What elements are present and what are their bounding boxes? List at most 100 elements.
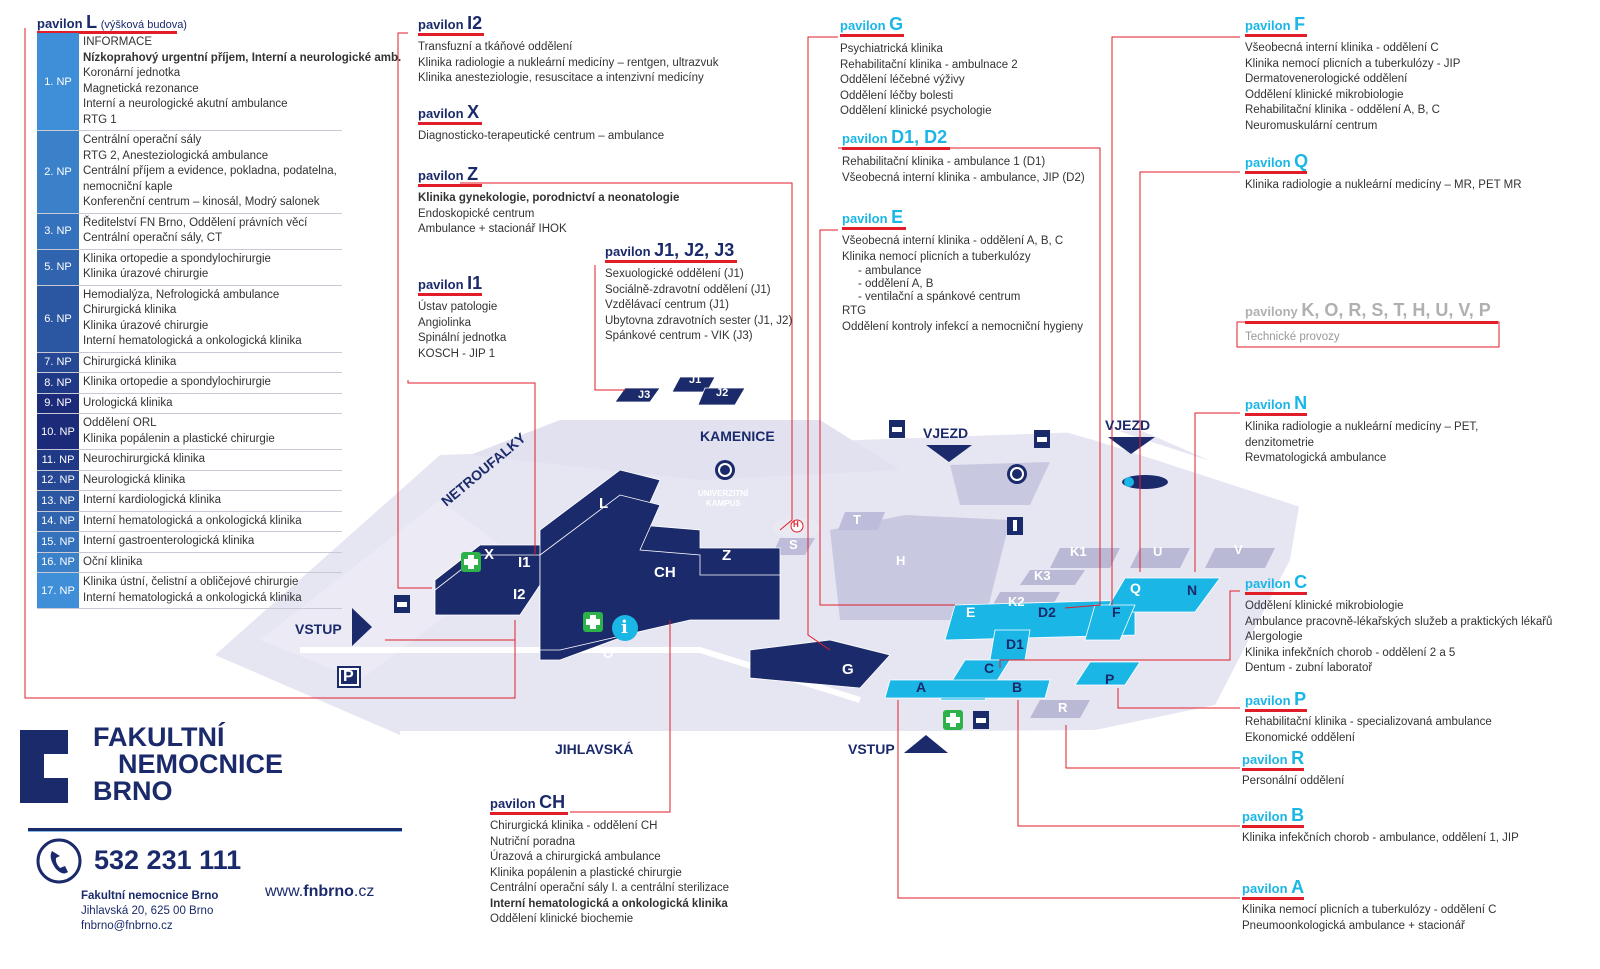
- list-item: Interní hematologická a onkologická klin…: [490, 897, 728, 910]
- list-item: Oddělení léčby bolesti: [840, 89, 954, 102]
- building-N: N: [1187, 582, 1198, 598]
- building-D1: D1: [1006, 636, 1024, 652]
- list-item: Centrální operační sály I. a centrální s…: [490, 882, 730, 894]
- list-item: Klinika nemocí plicních a tuberkulózy: [842, 250, 1031, 263]
- list-item: Rehabilitační klinika - oddělení A, B, C: [1245, 104, 1440, 116]
- list-item: Všeobecná interní klinika - ambulance, J…: [842, 171, 1085, 184]
- floor-number: 2. NP: [37, 131, 79, 213]
- building-Z: Z: [722, 547, 732, 564]
- pavilion-I1-underline: [418, 293, 482, 296]
- floor-number: 7. NP: [37, 352, 79, 372]
- building-R: R: [1058, 700, 1068, 715]
- pavilion-R-underline: [1242, 768, 1304, 771]
- pavilion-N-list: Klinika radiologie a nukleární medicíny …: [1245, 420, 1478, 467]
- pavilion-Q-header: pavilon Q: [1245, 151, 1309, 171]
- list-item: Spánkové centrum - VIK (J3): [605, 330, 753, 342]
- list-item: Klinika úrazové chirurgie: [83, 268, 209, 280]
- list-item: Centrální operační sály: [83, 134, 202, 146]
- pavilion-E-underline: [842, 227, 906, 230]
- list-item: Angiolinka: [418, 316, 472, 329]
- pavilion-G-header: pavilon G: [840, 14, 904, 34]
- contact-info: Fakultní nemocnice Brno Jihlavská 20, 62…: [81, 890, 219, 932]
- brand-logo-text: FAKULTNÍ NEMOCNICE BRNO: [93, 722, 284, 806]
- list-item: Klinika ortopedie a spondylochirurgie: [83, 252, 271, 265]
- building-K3: K3: [1034, 568, 1051, 583]
- list-item: Urologická klinika: [83, 396, 173, 409]
- list-item: KOSCH - JIP 1: [418, 347, 496, 360]
- list-item: Dermatovenerologické oddělení: [1245, 73, 1408, 85]
- list-item: Technické provozy: [1245, 331, 1340, 343]
- building-I2: I2: [513, 586, 526, 603]
- list-item: - oddělení A, B: [858, 278, 934, 290]
- pavilion-I1-header: pavilon I1: [418, 273, 483, 293]
- list-item: Interní hematologická a onkologická klin…: [83, 591, 302, 604]
- pavilion-E-list: Všeobecná interní klinika - oddělení A, …: [842, 234, 1083, 335]
- list-item: Klinika ortopedie a spondylochirurgie: [83, 376, 271, 388]
- pavilion-F-header: pavilon F: [1245, 14, 1306, 34]
- list-item: Vzdělávací centrum (J1): [605, 299, 729, 311]
- list-item: Psychiatrická klinika: [840, 43, 943, 55]
- gate-vjezd-2: VJEZD: [1105, 417, 1151, 433]
- list-item: denzitometrie: [1245, 436, 1315, 449]
- floor-items: Klinika ortopedie a spondylochirurgie: [79, 373, 271, 393]
- list-item: Diagnosticko-terapeutické centrum – ambu…: [418, 130, 665, 142]
- floor-items: Neurochirurgická klinika: [79, 450, 205, 470]
- street-kamenice: KAMENICE: [700, 428, 775, 444]
- street-jihlavska: JIHLAVSKÁ: [555, 741, 634, 757]
- list-item: Oddělení klinické mikrobiologie: [1245, 600, 1404, 612]
- list-item: Oční klinika: [83, 555, 143, 568]
- list-item: Koronární jednotka: [83, 67, 181, 79]
- pavilion-C-underline: [1245, 592, 1307, 595]
- list-item: Interní a neurologické akutní ambulance: [83, 98, 288, 110]
- floor-number: 15. NP: [37, 532, 79, 552]
- list-item: Interní hematologická a onkologická klin…: [83, 335, 302, 347]
- list-item: Oddělení klinické psychologie: [840, 105, 992, 117]
- pavilion-tech-underline: [1245, 321, 1498, 324]
- pavilion-Q-underline: [1245, 171, 1307, 174]
- pavilion-F-underline: [1245, 34, 1307, 37]
- list-item: Oddělení klinické biochemie: [490, 913, 634, 925]
- list-item: Sociálně-zdravotní oddělení (J1): [605, 283, 771, 296]
- list-item: Nízkoprahový urgentní příjem, Interní a …: [83, 51, 402, 64]
- list-item: Klinika ústní, čelistní a obličejové chi…: [83, 576, 299, 588]
- building-J2: J2: [716, 387, 729, 399]
- pavilion-E-header: pavilon E: [842, 207, 904, 227]
- building-F: F: [1112, 604, 1121, 620]
- list-item: Oddělení ORL: [83, 417, 157, 429]
- pavilion-J-underline: [605, 260, 737, 263]
- pavilion-A-underline: [1242, 897, 1304, 900]
- list-item: - ambulance: [858, 265, 922, 277]
- floor-number: 10. NP: [37, 414, 79, 449]
- pavilion-C-header: pavilon C: [1245, 572, 1308, 592]
- website-link[interactable]: www.fnbrno.cz: [265, 883, 375, 900]
- list-item: Ekonomické oddělení: [1245, 731, 1355, 744]
- list-item: Klinika radiologie a nukleární medicíny …: [1245, 179, 1522, 191]
- floor-number: 13. NP: [37, 491, 79, 511]
- pavilion-B-underline: [1242, 825, 1304, 828]
- list-item: Ředitelství FN Brno, Oddělení právních v…: [83, 216, 308, 229]
- floor-number: 11. NP: [37, 450, 79, 470]
- building-V: V: [1234, 542, 1243, 557]
- list-item: Oddělení léčebné výživy: [840, 74, 965, 86]
- parking-icon: P: [343, 668, 354, 685]
- list-item: Klinika infekčních chorob - oddělení 2 a…: [1245, 646, 1456, 659]
- floor-number: 9. NP: [37, 393, 79, 413]
- floor-items: Chirurgická klinika: [79, 353, 176, 373]
- building-I1: I1: [518, 554, 531, 571]
- list-item: Chirurgická klinika: [83, 304, 177, 316]
- pavilion-CH-header: pavilon CH: [490, 792, 566, 812]
